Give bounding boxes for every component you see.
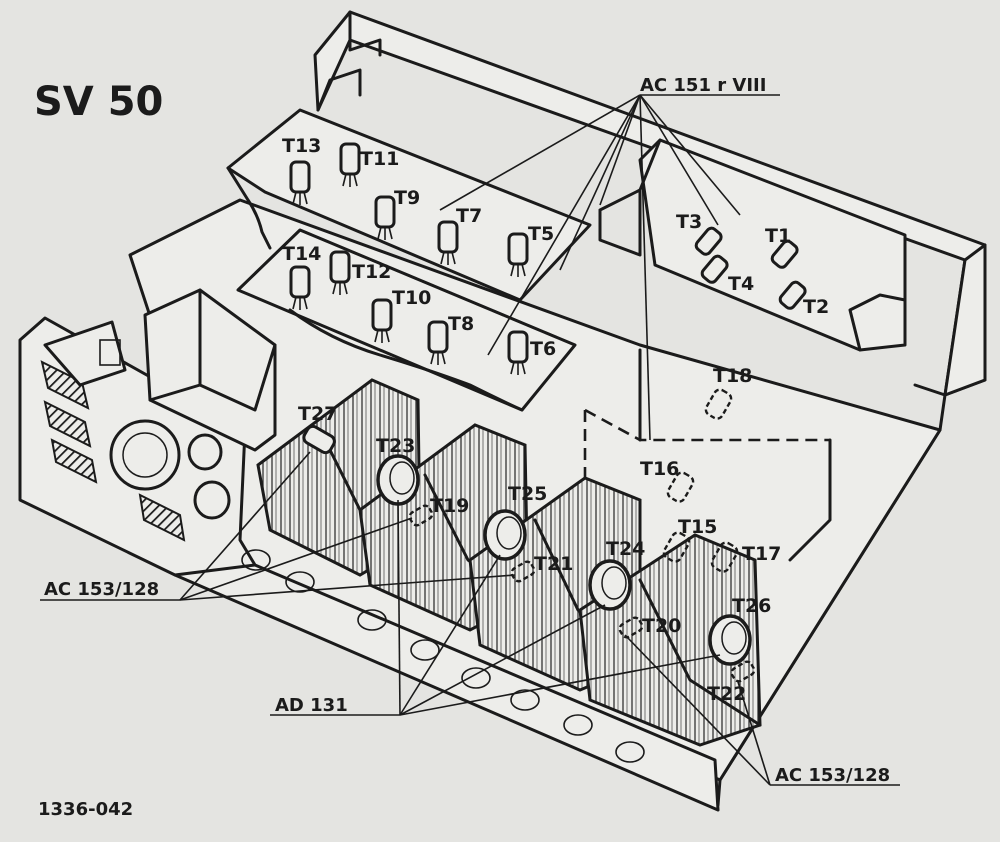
front-panel-controls	[40, 320, 231, 542]
transistor-label: T5	[528, 223, 554, 245]
transistor-label: T18	[713, 365, 752, 387]
transistor-t14-icon	[289, 265, 311, 310]
rear-board-right	[598, 138, 907, 352]
transistor-t27-icon	[302, 424, 336, 455]
transistor-t21-icon	[510, 560, 536, 583]
transistor-t6-icon	[507, 330, 529, 375]
leader-lines	[40, 94, 900, 786]
part-label-ac153-right: AC 153/128	[775, 765, 890, 786]
transistor-t5-icon	[507, 232, 529, 277]
transistor-label: T26	[732, 595, 771, 617]
transistor-t4-icon	[700, 254, 729, 284]
transistor-label: T23	[376, 435, 415, 457]
power-transistor-t24-icon	[588, 559, 632, 611]
transistor-t17-icon	[710, 541, 739, 573]
transistor-label: T1	[765, 225, 791, 247]
transistor-t13-icon	[289, 160, 311, 205]
transistor-label: T6	[530, 338, 556, 360]
power-transistor-t26-icon	[708, 614, 752, 666]
small-knob-icon	[187, 433, 231, 520]
transistor-t10-icon	[371, 298, 393, 343]
transistor-t20-icon	[618, 616, 644, 639]
transistor-label: T7	[456, 205, 482, 227]
transistor-label: T17	[742, 543, 781, 565]
drawing-number: 1336-042	[38, 799, 133, 820]
transistor-label: T16	[640, 458, 679, 480]
transistor-label: T22	[707, 683, 746, 705]
transistor-label: T11	[360, 148, 399, 170]
transistor-t18-icon	[704, 388, 733, 420]
transistor-label: T19	[430, 495, 469, 517]
transistor-t15-icon	[662, 531, 691, 563]
transistor-label: T9	[394, 187, 420, 209]
transistor-t8-icon	[427, 320, 449, 365]
transistor-labels: T1 T2 T3 T4 T5 T6 T7 T8 T9 T10 T11 T12 T…	[282, 135, 829, 705]
transistor-label: T3	[676, 211, 702, 233]
transistor-label: T21	[534, 553, 573, 575]
part-label-ac151: AC 151 r VIII	[640, 75, 766, 96]
transistor-t3-icon	[694, 226, 723, 256]
transistors-layer	[289, 142, 807, 683]
transistor-t19-icon	[408, 504, 434, 527]
driver-board	[583, 348, 832, 562]
transistor-label: T15	[678, 516, 717, 538]
transistor-label: T10	[392, 287, 431, 309]
transistor-label: T4	[728, 273, 754, 295]
transistor-label: T2	[803, 296, 829, 318]
diagram-title: SV 50	[34, 79, 163, 125]
transistor-t9-icon	[374, 195, 396, 240]
transistor-label: T24	[606, 538, 645, 560]
transistor-t1-icon	[770, 239, 799, 269]
preamp-board-upper	[226, 108, 592, 302]
transistor-label: T27	[298, 403, 337, 425]
transistor-t7-icon	[437, 220, 459, 265]
transistor-label: T12	[352, 261, 391, 283]
transistor-label: T25	[508, 483, 547, 505]
part-label-ac153-left: AC 153/128	[44, 579, 159, 600]
transistor-t16-icon	[666, 471, 695, 503]
transistor-t2-icon	[778, 280, 807, 310]
transistor-label: T13	[282, 135, 321, 157]
transistor-label: T14	[282, 243, 321, 265]
transistor-label: T20	[642, 615, 681, 637]
front-panel-holes	[241, 549, 645, 763]
part-label-ad131: AD 131	[275, 695, 348, 716]
transistor-t22-icon	[730, 660, 756, 683]
transistor-t12-icon	[329, 250, 351, 295]
transformer-block	[143, 288, 277, 452]
volume-knob-icon	[109, 419, 181, 491]
power-transistor-t23-icon	[376, 454, 420, 506]
transistor-t11-icon	[339, 142, 361, 187]
power-transistor-t25-icon	[483, 509, 527, 561]
transistor-label: T8	[448, 313, 474, 335]
